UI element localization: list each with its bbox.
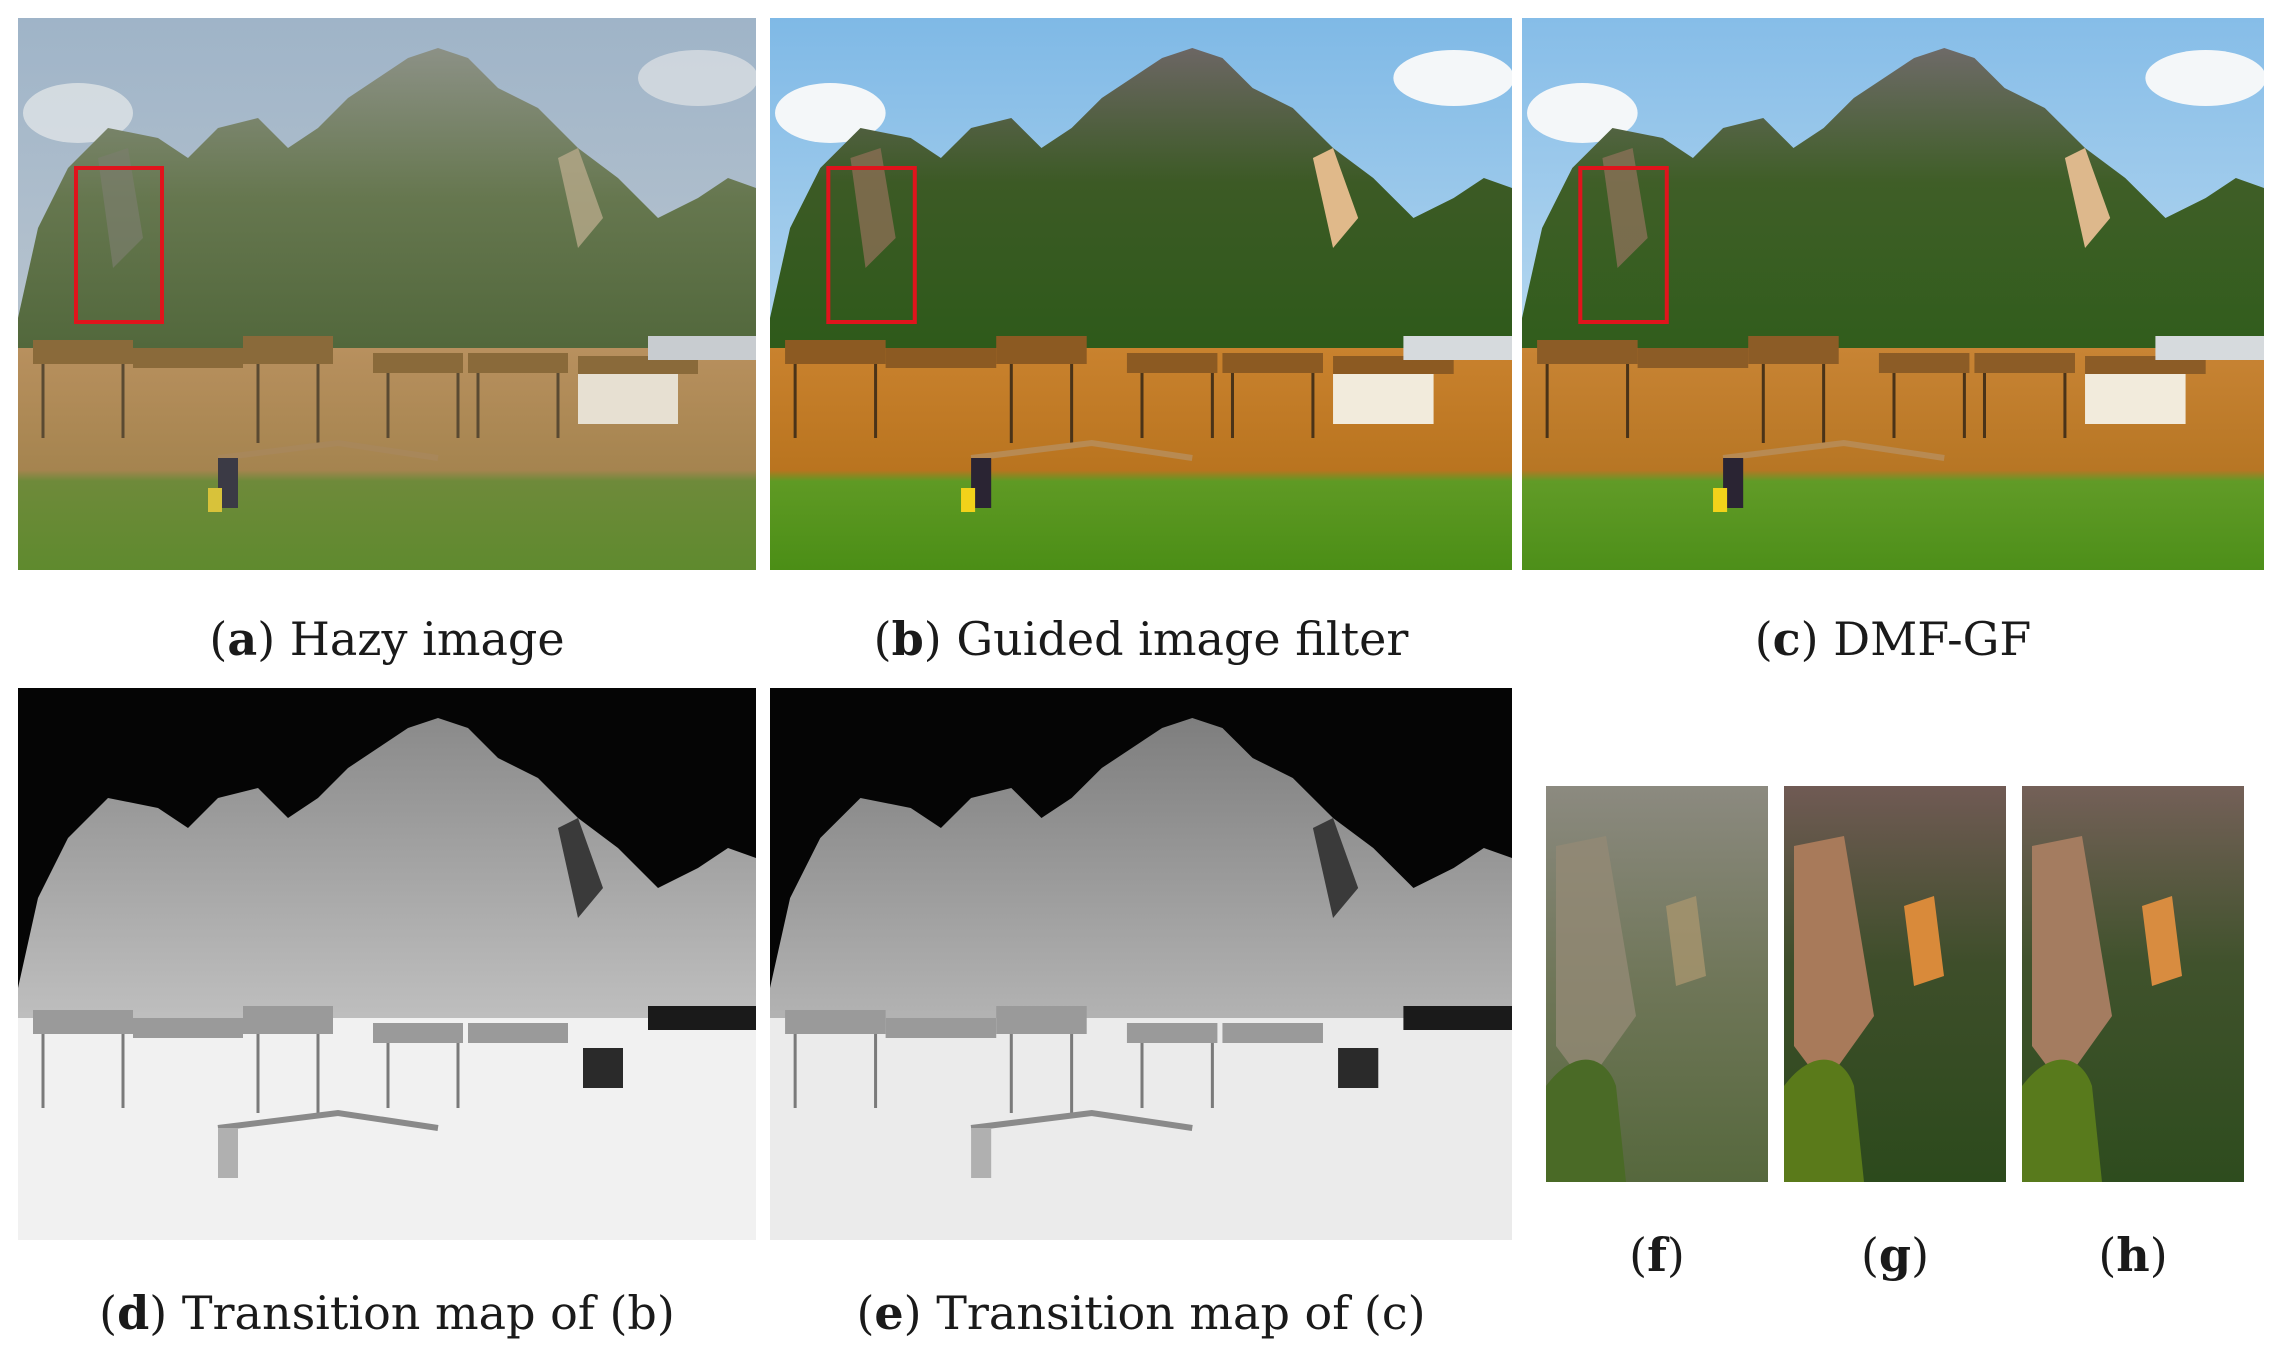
crop-guided <box>1784 786 2006 1182</box>
region-box <box>74 166 164 324</box>
caption-a: (a) Hazy image <box>209 612 565 666</box>
hazy-image-panel <box>18 18 756 570</box>
caption-b: (b) Guided image filter <box>873 612 1409 666</box>
region-box <box>826 166 917 324</box>
crop-dmf-gf-panel <box>2022 786 2244 1182</box>
crop-guided-panel <box>1784 786 2006 1182</box>
transition-map-c <box>770 688 1512 1240</box>
dmf-gf-scene <box>1522 18 2264 570</box>
caption-e: (e) Transition map of (c) <box>856 1286 1426 1340</box>
region-box <box>1578 166 1669 324</box>
dmf-gf-panel <box>1522 18 2264 570</box>
caption-d: (d) Transition map of (b) <box>99 1286 675 1340</box>
crop-hazy <box>1546 786 1768 1182</box>
transition-map-b <box>18 688 756 1240</box>
crop-dmf-gf <box>2022 786 2244 1182</box>
guided-filter-scene <box>770 18 1512 570</box>
crop-hazy-panel <box>1546 786 1768 1182</box>
transition-map-b-panel <box>18 688 756 1240</box>
caption-g: (g) <box>1860 1228 1930 1282</box>
caption-h: (h) <box>2098 1228 2168 1282</box>
caption-f: (f) <box>1629 1228 1685 1282</box>
transition-map-c-panel <box>770 688 1512 1240</box>
guided-filter-panel <box>770 18 1512 570</box>
hazy-scene <box>18 18 756 570</box>
caption-c: (c) DMF-GF <box>1754 612 2032 666</box>
